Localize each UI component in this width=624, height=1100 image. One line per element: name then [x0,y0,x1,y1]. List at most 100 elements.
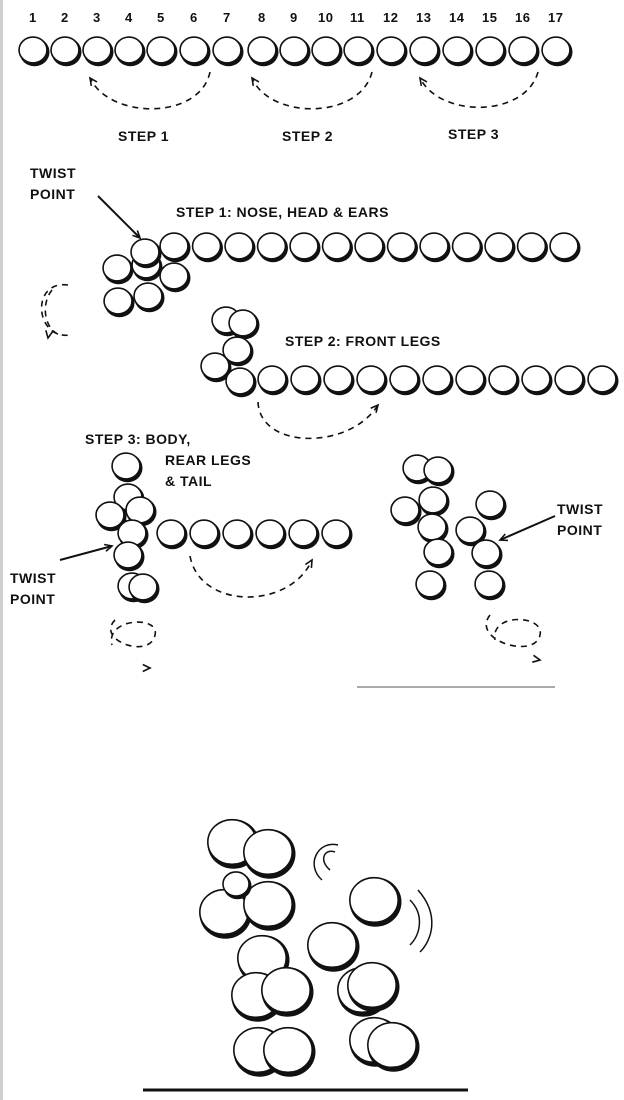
bead-figure-ear [222,871,252,900]
bead-number: 14 [449,10,465,25]
bead-step3b-cluster [455,516,487,547]
bead-step1-row [549,232,581,263]
bead-step3-cluster [111,452,143,483]
bead-step1-row [224,232,256,263]
arrow-layer [40,71,541,648]
bead-step3b-cluster [418,486,450,517]
bead-figure [243,828,296,879]
bead-top-6 [179,36,211,67]
bead-step3-row [288,519,320,550]
bead-number: 5 [157,10,165,25]
nose-head-ears-title: STEP 1: NOSE, HEAD & EARS [176,204,389,220]
twist-arrowhead-1 [132,230,142,240]
bead-step2-row [356,365,388,396]
bead-step2-row [323,365,355,396]
bead-step3-cluster [95,501,127,532]
step-1-label: STEP 1 [118,128,169,144]
bead-top-12 [376,36,408,67]
bead-number: 2 [61,10,69,25]
step-3-label: STEP 3 [448,126,499,142]
bead-step2-row [554,365,586,396]
twist-arrowhead-3 [498,533,509,542]
bead-step1-row [484,232,516,263]
arc-step-3 [419,71,539,109]
bead-number: 16 [515,10,531,25]
bead-step3-row [189,519,221,550]
bead-top-9 [279,36,311,67]
bead-top-17 [541,36,573,67]
bead-top-13 [409,36,441,67]
motion-lines-left [313,843,339,881]
twist-loop-arrowhead-3 [532,654,542,663]
bead-step3-row [255,519,287,550]
arc-front-legs [257,401,379,440]
bead-step3b-cluster [471,539,503,570]
body-rear-legs-tail-title: STEP 3: BODY, REAR LEGS & TAIL [85,431,252,489]
bead-step1-cluster [102,254,134,285]
bead-step3b-cluster [423,456,455,487]
bead-step3b-cluster [423,538,455,569]
bead-top-4 [114,36,146,67]
bead-step2-cluster [225,367,257,398]
bead-layer [18,36,619,1077]
bead-step2-row [587,365,619,396]
bead-number: 17 [548,10,564,25]
twist-pointer-2 [59,545,113,561]
pointer-layer [45,76,556,1092]
bead-number: 13 [416,10,432,25]
page-edge [0,0,3,1100]
twist-arrowhead-2 [103,543,114,552]
bead-number: 3 [93,10,101,25]
bead-figure [243,880,296,931]
bead-step1-row [386,232,418,263]
bead-top-14 [442,36,474,67]
bead-step1-row [289,232,321,263]
bead-figure [261,966,314,1017]
arrowhead-step-3 [418,76,428,87]
twist-pointer-1 [97,195,141,239]
bead-top-3 [82,36,114,67]
bead-number: 10 [318,10,334,25]
bead-step2-row [521,365,553,396]
bead-top-11 [343,36,375,67]
bead-step2-cluster [222,336,254,367]
bead-step1-row [516,232,548,263]
bead-step2-row [290,365,322,396]
bead-step1-row [256,232,288,263]
bead-figure [349,876,402,927]
bead-step2-row [488,365,520,396]
bead-step1-cluster [103,287,135,318]
bead-step3b-cluster [475,490,507,521]
bead-step2-row [455,365,487,396]
bead-step3-row [321,519,353,550]
bead-step1-cluster [133,282,165,313]
bead-step1-cluster [159,262,191,293]
bead-number: 6 [190,10,198,25]
bead-top-5 [146,36,178,67]
bead-number: 8 [258,10,266,25]
step-2-label: STEP 2 [282,128,333,144]
arc-step-1 [89,71,211,110]
twist-loop-2 [109,619,156,648]
bead-step2-row [422,365,454,396]
bead-number: 1 [29,10,37,25]
bead-figure [199,888,252,939]
bead-number: 4 [125,10,133,25]
bead-figure [347,961,400,1012]
twist-pointer-3 [499,515,556,541]
motion-lines-right [409,889,433,953]
bead-step3b-cluster [415,570,447,601]
arc-step-2 [251,71,373,110]
bead-step1-row [354,232,386,263]
bead-figure [307,921,360,972]
bead-top-7 [212,36,244,67]
bead-top-2 [50,36,82,67]
bead-number: 12 [383,10,399,25]
bead-step1-cluster [130,238,162,269]
bead-step3-cluster [128,573,160,604]
bead-step2-cluster [200,352,232,383]
bead-step3-cluster [113,541,145,572]
bead-step2-row [257,365,289,396]
